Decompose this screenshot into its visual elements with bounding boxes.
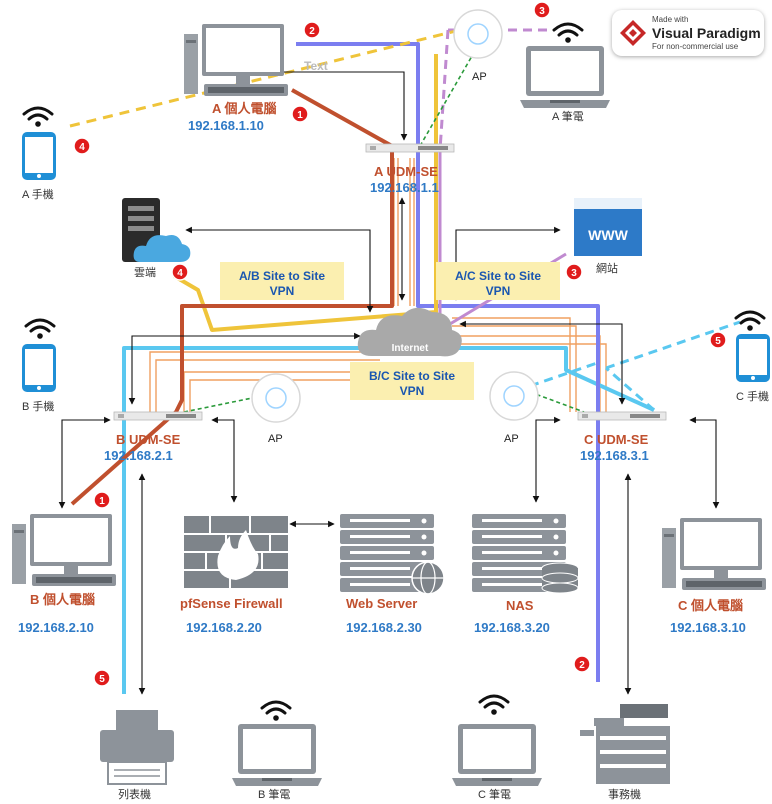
b-laptop-wifi-icon — [260, 700, 292, 723]
b-phone[interactable] — [22, 344, 56, 392]
b-pc[interactable] — [12, 514, 116, 586]
text-placeholder: Text — [304, 59, 328, 73]
c-phone-wifi-icon — [734, 310, 766, 333]
route-marker-5-right: 5 — [709, 331, 727, 349]
a-router[interactable] — [365, 143, 455, 153]
route-marker-3-top: 3 — [533, 1, 551, 19]
firewall-icon[interactable] — [184, 516, 288, 588]
a-pc-ip: 192.168.1.10 — [188, 118, 264, 133]
b-router-name: B UDM-SE — [116, 432, 181, 447]
vpn-bc-box: B/C Site to Site VPN — [350, 362, 474, 400]
a-ap-label: AP — [472, 71, 487, 83]
printer-label: 列表機 — [118, 787, 151, 801]
printer-icon[interactable] — [100, 710, 174, 785]
svg-text:4: 4 — [177, 268, 183, 279]
c-phone-label: C 手機 — [736, 389, 769, 403]
b-router-ip: 192.168.2.1 — [104, 448, 173, 463]
visual-paradigm-badge: Made with Visual Paradigm For non-commer… — [612, 10, 764, 56]
a-phone-label: A 手機 — [22, 187, 54, 201]
firewall-ip: 192.168.2.20 — [186, 620, 262, 635]
c-router-ip: 192.168.3.1 — [580, 448, 649, 463]
vpn-ab-box: A/B Site to Site VPN — [220, 262, 344, 300]
visual-paradigm-logo-icon — [620, 20, 646, 46]
route-marker-2-bottom: 2 — [573, 655, 591, 673]
b-ap[interactable] — [251, 373, 301, 423]
c-router-name: C UDM-SE — [584, 432, 649, 447]
svg-text:A/B Site to Site: A/B Site to Site — [239, 269, 325, 283]
svg-text:WWW: WWW — [588, 227, 628, 243]
c-pc-ip: 192.168.3.10 — [670, 620, 746, 635]
c-pc[interactable] — [662, 518, 766, 590]
c-laptop[interactable] — [452, 724, 542, 786]
b-ap-label: AP — [268, 433, 283, 445]
svg-text:VPN: VPN — [270, 284, 295, 298]
badge-line1: Made with — [652, 15, 689, 24]
c-ap-label: AP — [504, 433, 519, 445]
website-icon[interactable]: WWW — [574, 198, 642, 256]
a-laptop[interactable] — [520, 46, 610, 108]
vpn-ac-box: A/C Site to Site VPN — [436, 262, 560, 300]
badge-line3: For non-commercial use — [652, 42, 739, 51]
b-pc-ip: 192.168.2.10 — [18, 620, 94, 635]
svg-text:5: 5 — [99, 674, 105, 685]
c-router[interactable] — [577, 411, 667, 421]
svg-text:3: 3 — [571, 268, 577, 279]
svg-text:B/C Site to Site: B/C Site to Site — [369, 369, 455, 383]
a-router-ip: 192.168.1.1 — [370, 180, 439, 195]
webserver-name: Web Server — [346, 596, 417, 611]
copier-icon[interactable] — [580, 704, 670, 784]
a-router-name: A UDM-SE — [374, 164, 438, 179]
internet-label: Internet — [392, 343, 429, 354]
c-pc-name: C 個人電腦 — [678, 598, 743, 613]
web-server-icon[interactable] — [340, 514, 445, 595]
nas-name: NAS — [506, 598, 534, 613]
svg-text:4: 4 — [79, 142, 85, 153]
a-laptop-wifi-icon — [552, 22, 584, 45]
a-phone-wifi-icon — [22, 106, 54, 129]
route-marker-3-web: 3 — [565, 263, 583, 281]
webserver-ip: 192.168.2.30 — [346, 620, 422, 635]
a-pc-name: A 個人電腦 — [212, 101, 277, 116]
c-laptop-wifi-icon — [478, 694, 510, 717]
route-marker-4-cloud: 4 — [171, 263, 189, 281]
b-phone-wifi-icon — [24, 318, 56, 341]
cloud-server-label: 雲端 — [134, 266, 156, 279]
svg-text:2: 2 — [579, 660, 585, 671]
svg-text:A/C Site to Site: A/C Site to Site — [455, 269, 541, 283]
c-ap[interactable] — [489, 371, 539, 421]
svg-text:1: 1 — [99, 496, 105, 507]
c-laptop-label: C 筆電 — [478, 787, 511, 801]
route-2-purple-blue — [296, 42, 600, 682]
internet-cloud: Internet — [357, 307, 462, 357]
b-phone-label: B 手機 — [22, 399, 54, 413]
a-phone[interactable] — [22, 132, 56, 180]
b-router[interactable] — [113, 411, 203, 421]
route-marker-4-left: 4 — [73, 137, 91, 155]
svg-text:1: 1 — [297, 110, 303, 121]
a-laptop-label: A 筆電 — [552, 109, 584, 123]
a-pc[interactable] — [184, 24, 288, 96]
b-pc-name: B 個人電腦 — [30, 592, 95, 607]
svg-text:3: 3 — [539, 6, 545, 17]
svg-text:5: 5 — [715, 336, 721, 347]
route-marker-1-bottom: 1 — [93, 491, 111, 509]
b-laptop-label: B 筆電 — [258, 787, 290, 801]
cloud-server-icon[interactable] — [122, 198, 191, 262]
a-ap[interactable] — [453, 9, 503, 59]
svg-text:2: 2 — [309, 26, 315, 37]
b-laptop[interactable] — [232, 724, 322, 786]
route-marker-1-top: 1 — [291, 105, 309, 123]
svg-text:VPN: VPN — [400, 384, 425, 398]
copier-label: 事務機 — [608, 787, 641, 801]
website-label: 網站 — [596, 261, 618, 275]
c-phone[interactable] — [736, 334, 770, 382]
badge-line2: Visual Paradigm — [652, 25, 761, 41]
route-marker-5-bottom: 5 — [93, 669, 111, 687]
firewall-name: pfSense Firewall — [180, 596, 283, 611]
route-marker-2-top: 2 — [303, 21, 321, 39]
nas-ip: 192.168.3.20 — [474, 620, 550, 635]
nas-icon[interactable] — [472, 514, 579, 594]
svg-text:VPN: VPN — [486, 284, 511, 298]
